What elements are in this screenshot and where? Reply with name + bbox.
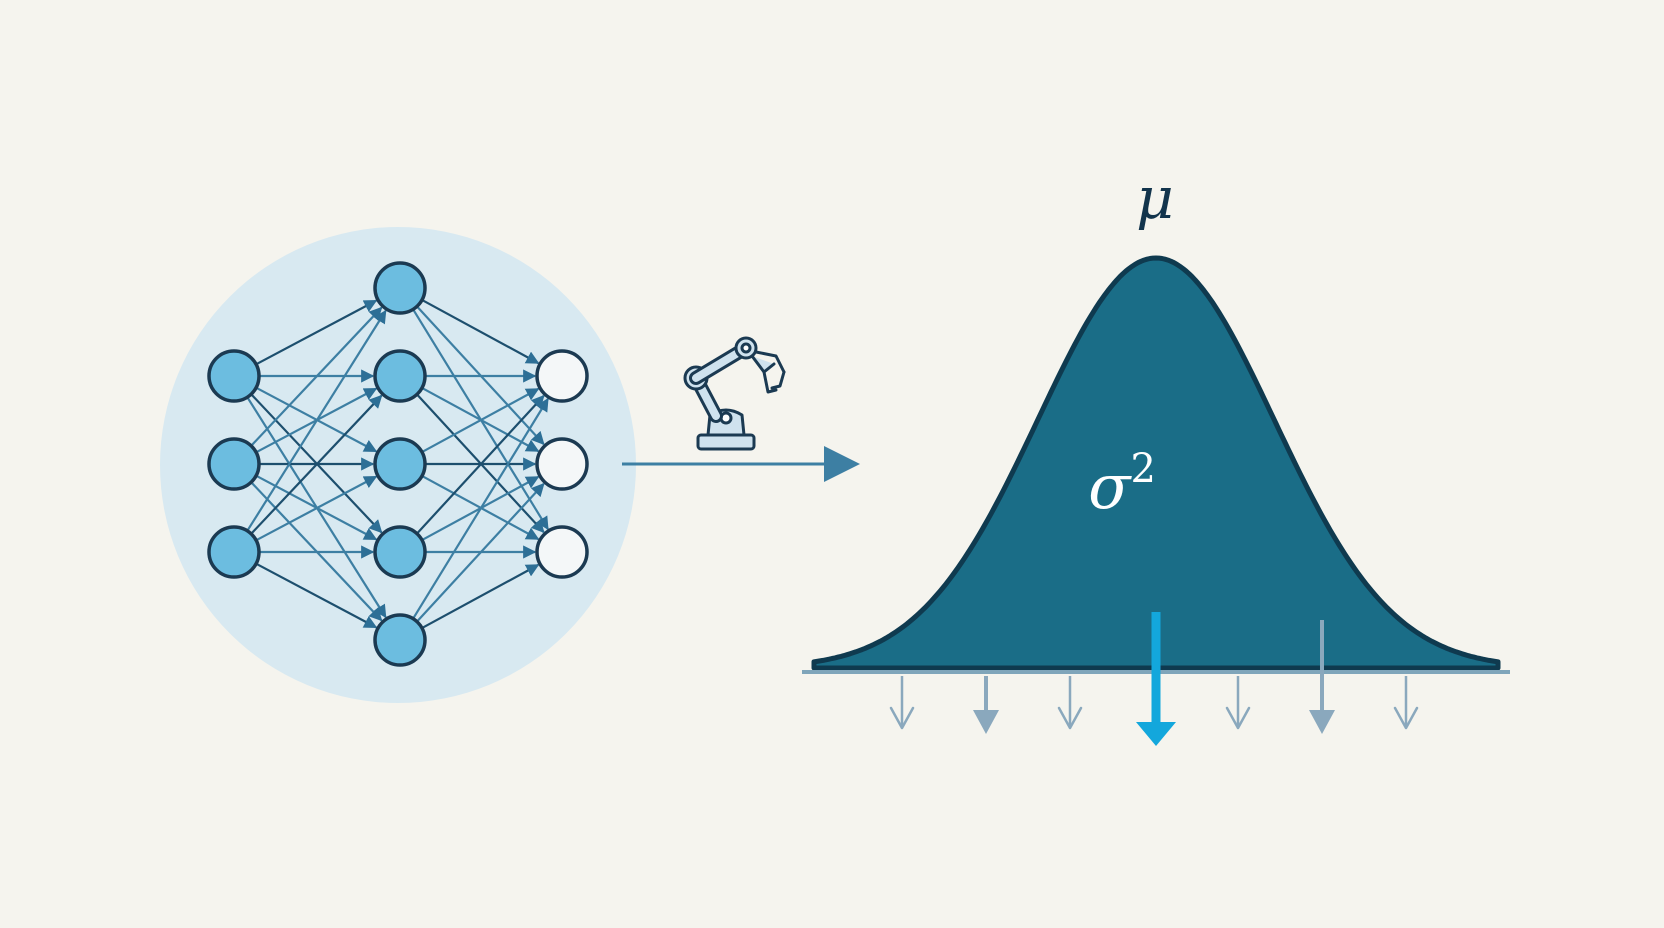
sample-arrow bbox=[1225, 676, 1251, 730]
input-node bbox=[207, 437, 261, 491]
sample-arrow bbox=[973, 676, 999, 734]
network-nodes bbox=[207, 261, 589, 667]
sample-arrow bbox=[1309, 620, 1335, 734]
hidden-node bbox=[373, 437, 427, 491]
sample-arrow bbox=[1057, 676, 1083, 730]
output-node bbox=[535, 525, 589, 579]
network-edge bbox=[250, 306, 383, 447]
mean-label: μ bbox=[1136, 164, 1174, 232]
network-edge bbox=[255, 562, 378, 629]
robot-arm-icon bbox=[683, 336, 786, 451]
network-edges bbox=[246, 298, 549, 630]
mean-sample-arrow bbox=[1136, 612, 1176, 746]
network-edge bbox=[246, 309, 387, 532]
input-node bbox=[207, 525, 261, 579]
sample-arrow bbox=[1393, 676, 1419, 730]
variance-exponent: 2 bbox=[1130, 446, 1155, 492]
network-edge bbox=[421, 387, 540, 454]
neural-network bbox=[160, 227, 636, 703]
variance-label: σ2 bbox=[1088, 446, 1156, 523]
input-node bbox=[207, 349, 261, 403]
network-edge bbox=[250, 394, 383, 535]
network-edge bbox=[416, 394, 545, 535]
network-edge bbox=[412, 397, 549, 620]
network-edge bbox=[416, 482, 545, 623]
network-edge bbox=[421, 563, 540, 630]
sample-arrows bbox=[889, 612, 1419, 746]
hidden-node bbox=[373, 261, 427, 315]
hidden-node bbox=[373, 613, 427, 667]
normal-distribution bbox=[802, 255, 1510, 746]
flow-arrow bbox=[622, 446, 860, 482]
hidden-node bbox=[373, 525, 427, 579]
network-edge bbox=[255, 475, 378, 542]
output-node bbox=[535, 437, 589, 491]
sample-arrow bbox=[889, 676, 915, 730]
distribution-curve bbox=[811, 255, 1501, 671]
output-node bbox=[535, 349, 589, 403]
network-edge bbox=[255, 299, 378, 366]
variance-symbol: σ bbox=[1088, 450, 1132, 523]
hidden-node bbox=[373, 349, 427, 403]
network-edge bbox=[421, 298, 540, 365]
